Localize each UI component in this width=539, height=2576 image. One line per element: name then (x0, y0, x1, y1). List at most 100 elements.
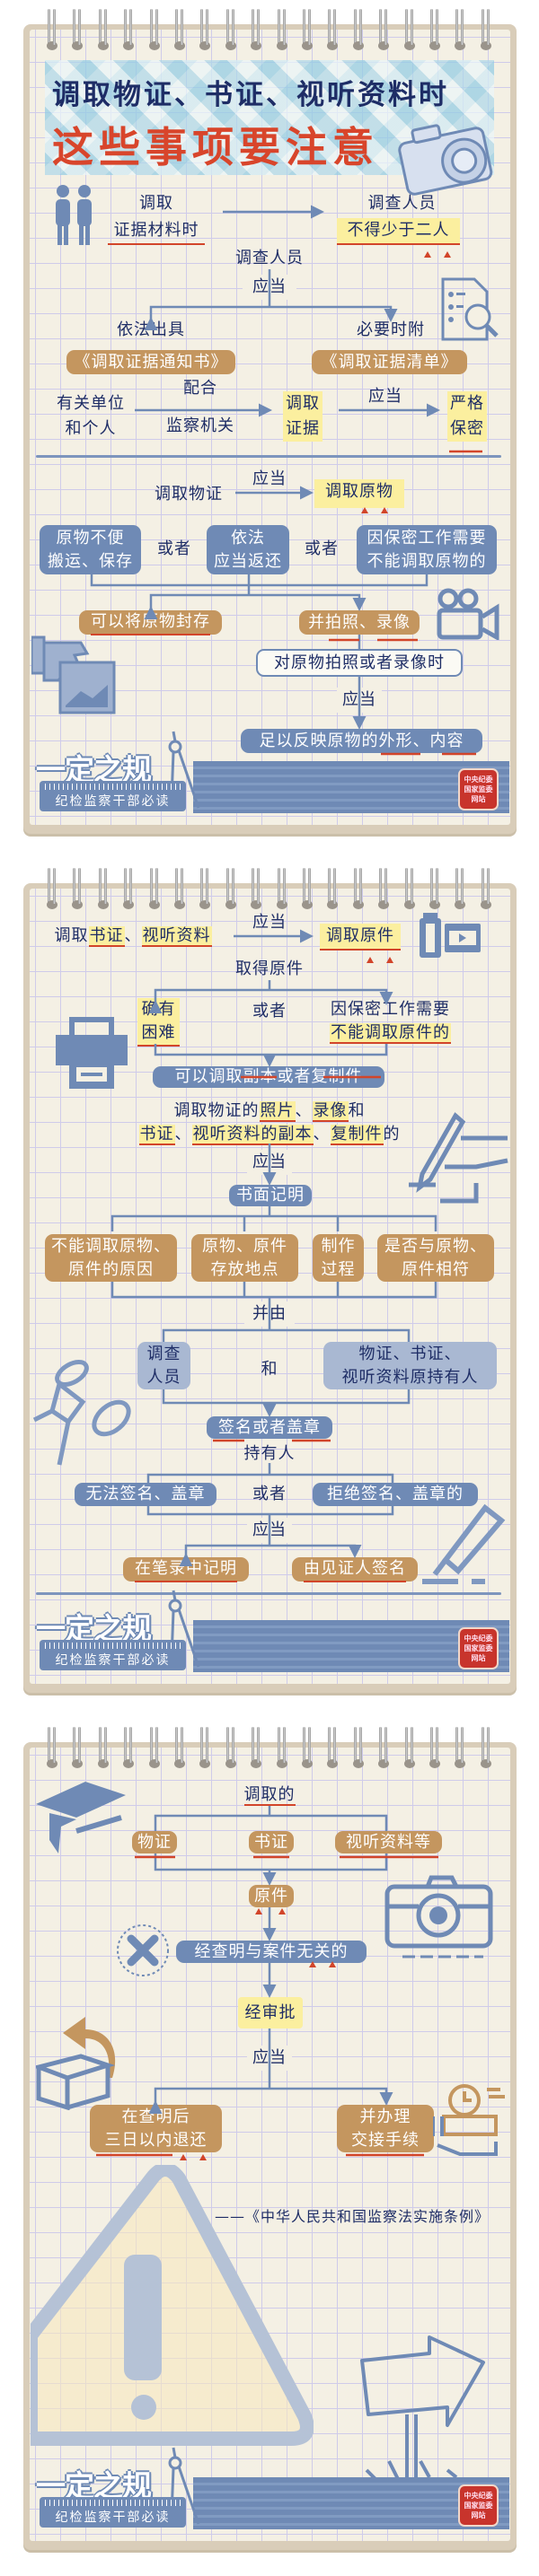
handover-hands-icon (433, 2084, 505, 2156)
spiral-ring (352, 1727, 364, 1770)
return-box-icon (36, 2017, 116, 2110)
retrieve-documents-heading: 调取书证、视听资料 (38, 924, 228, 949)
section-divider (36, 455, 501, 458)
should-label: 应当 (252, 913, 287, 932)
keep-confidential-label: 严格 保密 (447, 391, 487, 442)
spiral-ring (199, 1727, 211, 1770)
investigators-label: 调查人员 (235, 249, 304, 267)
text-part: 调取物证的 (173, 1101, 260, 1120)
original-badge: 原件 (249, 1885, 294, 1907)
stamp-icon (32, 1360, 131, 1466)
spiral-ring (403, 1727, 415, 1770)
spiral-ring (455, 9, 466, 52)
should-label: 应当 (247, 1518, 292, 1543)
or-label: 或者 (252, 1485, 287, 1503)
printer-icon (56, 1017, 128, 1089)
spiral-ring (251, 868, 262, 911)
people-icon (56, 185, 92, 245)
spiral-ring (327, 1727, 339, 1770)
page-title: 调取物证、书证、视听资料时 (52, 79, 449, 111)
retrieve-evidence-label: 调取 证据 (283, 391, 323, 442)
copy-badge: 可以调取副本或者复制件 (153, 1066, 384, 1088)
retrieved-text: 调取的 (243, 1785, 296, 1806)
spiral-ring (302, 868, 313, 911)
type-badge-audiovisual: 视听资料等 (335, 1831, 442, 1853)
difficulty-label: 确有 困难 (137, 998, 180, 1047)
spiral-ring (199, 868, 211, 911)
footer-subtitle: 纪检监察干部必读 (40, 781, 186, 811)
handover-box: 并办理 交接手续 (337, 2105, 434, 2152)
text-part: 视听资料的副本 (191, 1125, 314, 1145)
sign-or-seal-text: 签名或者盖章 (218, 1417, 321, 1437)
witness-sign-badge: 由见证人签名 (292, 1557, 418, 1582)
record-item-box: 原物、原件 存放地点 (191, 1234, 298, 1282)
seal-original-badge: 可以将原物封存 (79, 610, 222, 635)
spiral-ring (225, 9, 236, 52)
should-label: 应当 (247, 1150, 292, 1175)
or-label: 或者 (157, 539, 191, 558)
footer-stripe-band (193, 761, 509, 813)
spiral-ring (429, 1727, 440, 1770)
text-part: 书证 (138, 1125, 175, 1145)
spiral-ring (455, 868, 466, 911)
spiral-ring (97, 9, 109, 52)
type-text: 书证 (254, 1832, 288, 1852)
text-part: 和 (348, 1101, 366, 1120)
text-part: 、 (313, 1125, 331, 1143)
compass-icon (168, 1590, 200, 1668)
record-item-box: 不能调取原物、 原件的原因 (45, 1234, 177, 1282)
units-individuals-label: 有关单位 和个人 (57, 394, 125, 438)
spiral-ring (302, 9, 313, 52)
heading-part: 调取 (54, 926, 89, 945)
spiral-ring (276, 868, 287, 911)
cannot-sign-badge: 无法签名、盖章 (75, 1483, 216, 1506)
hand-sealing-icon (31, 635, 116, 714)
spiral-ring (97, 868, 109, 911)
spiral-ring (455, 1727, 466, 1770)
and-label: 和 (261, 1360, 278, 1379)
retrieve-original-label: 调取原物 (314, 479, 404, 508)
written-record-badge: 书面记明 (229, 1185, 312, 1206)
text-part: 照片 (259, 1101, 296, 1122)
spiral-ring (72, 1727, 84, 1770)
retrieve-physical-label: 调取物证 (155, 485, 223, 504)
type-text: 视听资料等 (346, 1832, 431, 1852)
sign-or-seal-badge: 签名或者盖章 (207, 1416, 332, 1439)
spiral-ring (378, 868, 390, 911)
retrieve-original-doc-label: 调取原件 (320, 924, 401, 951)
spiral-ring (72, 9, 84, 52)
document-search-icon (441, 277, 499, 341)
retrieve-label: 调取 (139, 194, 173, 213)
record-item-box: 制作 过程 (313, 1234, 364, 1282)
spiral-ring (47, 868, 57, 911)
footer-stripe-band (193, 2477, 509, 2529)
spiral-ring (480, 9, 491, 52)
graduation-cap-icon (36, 1782, 126, 1853)
note-in-record-badge: 在笔录中记明 (123, 1557, 249, 1582)
cross-mark-icon (117, 1924, 169, 1976)
should-label: 应当 (243, 275, 296, 300)
footer-subtitle: 纪检监察干部必读 (40, 1640, 186, 1670)
spiral-ring (199, 9, 211, 52)
documents-copy-line: 书证、视听资料的副本、复制件的 (110, 1122, 429, 1147)
holder-label: 持有人 (243, 1444, 296, 1463)
section-divider (36, 1592, 501, 1595)
secret-line-2-text: 不能调取原件的 (330, 1023, 451, 1044)
photo-video-badge: 并拍照、录像 (299, 610, 420, 635)
spiral-ring (174, 868, 185, 911)
type-badge-documentary: 书证 (249, 1831, 294, 1853)
evidence-list-badge: 《调取证据清单》 (312, 350, 467, 374)
text-part: 复制件 (330, 1125, 384, 1145)
original-holders-box: 物证、书证、 视听资料原持有人 (323, 1342, 497, 1389)
publisher-seal: 中央纪委 国家监委 网站 (458, 768, 499, 810)
heading-part: 书证 (88, 926, 125, 947)
spiral-ring (148, 1727, 160, 1770)
law-citation: ——《中华人民共和国监察法实施条例》 (214, 2208, 490, 2225)
spiral-ring (148, 9, 160, 52)
spiral-ring (148, 868, 160, 911)
spiral-ring (251, 9, 262, 52)
warning-triangle-icon (31, 2165, 314, 2446)
footer-subtitle: 纪检监察干部必读 (40, 2497, 186, 2528)
spiral-ring (327, 9, 339, 52)
spiral-ring (403, 9, 415, 52)
